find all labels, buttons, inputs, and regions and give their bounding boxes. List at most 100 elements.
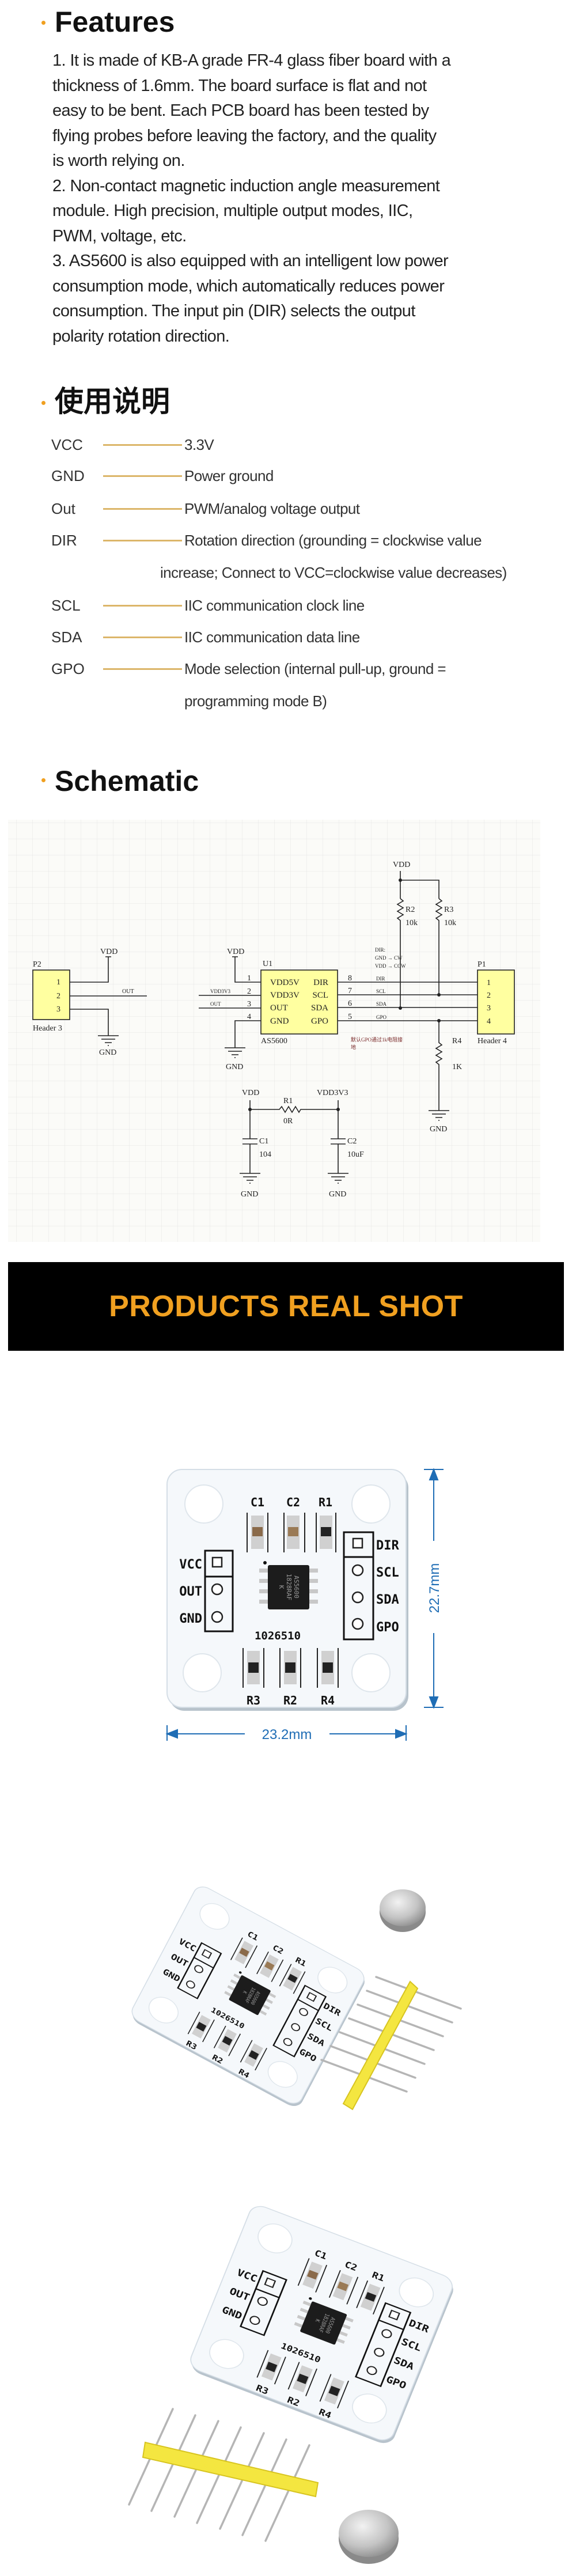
u1-pin-number: 8 [348, 974, 352, 983]
p2-name: Header 3 [33, 1024, 62, 1033]
gnd-label: GND [241, 1190, 258, 1199]
p2-ref: P2 [33, 960, 41, 969]
usage-title: 使用说明 [55, 385, 170, 418]
net-label: SCL [376, 988, 386, 994]
pin-description: increase; Connect to VCC=clockwise value… [160, 564, 507, 581]
r3-ref: R3 [444, 906, 453, 914]
magnet-icon [380, 1889, 426, 1926]
u1-chip-box [260, 969, 338, 1035]
chip-marking: AS5600 [293, 1575, 300, 1598]
u1-pin-name: SDA [311, 1003, 328, 1013]
u1-pin-name: SCL [312, 991, 328, 1000]
gnd-label: GND [430, 1125, 447, 1134]
c2-value: 10uF [347, 1150, 364, 1159]
connector-line [103, 540, 182, 541]
p1-pin: 4 [487, 1017, 491, 1026]
p2-pin: 1 [56, 978, 60, 987]
r4-ref: R4 [452, 1037, 461, 1045]
smd-component [242, 1513, 339, 1688]
p1-header-box [477, 969, 515, 1035]
features-title: Features [55, 6, 175, 38]
as5600-board: C1 C2 R1 R3 R2 R4 1026510 VCC OUT GND DI… [166, 1469, 408, 1711]
silk-r1: R1 [319, 1495, 332, 1509]
feature-line: is worth relying on. [52, 151, 185, 170]
r1-ref: R1 [283, 1097, 293, 1105]
silk-c2: C2 [286, 1495, 300, 1509]
chip-marking: K [241, 1990, 248, 1995]
p2-gnd: GND [99, 1048, 116, 1057]
feature-line: 3. AS5600 is also equipped with an intel… [52, 252, 449, 270]
pin-description: Mode selection (internal pull-up, ground… [184, 660, 446, 677]
magnet-icon [339, 2510, 399, 2557]
feature-line: PWM, voltage, etc. [52, 226, 187, 245]
connector-line [103, 444, 182, 446]
gnd-label: GND [329, 1190, 346, 1199]
pin-header-icon [128, 2408, 319, 2542]
feature-line: module. High precision, multiple output … [52, 202, 413, 220]
u1-pin-number: 5 [348, 1013, 352, 1021]
p1-ref: P1 [478, 960, 486, 969]
feature-line: thickness of 1.6mm. The board surface is… [52, 76, 427, 95]
silk-r2: R2 [286, 2395, 301, 2408]
u1-pin-number: 3 [247, 1000, 251, 1009]
u1-pin-number: 6 [348, 999, 352, 1008]
dir-note: VDD → CCW [375, 963, 406, 969]
u1-pin-number: 7 [348, 987, 352, 995]
dir-note: DIR: [375, 947, 385, 953]
schematic-diagram: P2 1 2 3 Header 3 VDD OUT GND U1 AS5600 … [8, 820, 540, 1242]
silk-r4: R4 [321, 1694, 335, 1707]
smd-component [256, 2258, 385, 2409]
u1-pin-name: VDD5V [270, 978, 300, 987]
as5600-chip: AS5600 1828RAF K [259, 1561, 318, 1609]
feature-line: polarity rotation direction. [52, 327, 230, 346]
c1-ref: C1 [259, 1137, 268, 1146]
u1-pin-name: VDD3V [270, 991, 300, 1000]
p1-name: Header 4 [478, 1037, 507, 1045]
connector-line [103, 605, 182, 607]
feature-line: easy to be bent. Each PCB board has been… [52, 101, 429, 120]
connector-line [103, 508, 182, 510]
net-label: SDA [376, 1001, 387, 1007]
pin-name: GPO [51, 660, 85, 677]
width-dimension: 23.2mm [262, 1727, 312, 1742]
u1-pin-number: 2 [247, 987, 251, 996]
u1-net-vdd3v3: VDD3V3 [210, 988, 230, 994]
pin-description: Rotation direction (grounding = clockwis… [184, 532, 482, 549]
pin-name: SCL [51, 597, 81, 614]
p1-pin: 1 [487, 979, 491, 987]
schematic-bullet-icon [41, 778, 46, 782]
r4-value: 1K [452, 1063, 462, 1071]
c1-value: 104 [259, 1150, 271, 1159]
silk-r2: R2 [283, 1694, 297, 1707]
feature-line: flying probes before leaving the factory… [52, 126, 437, 145]
p2-pin: 2 [56, 992, 60, 1001]
product-photos: C1 C2 R1 R3 R2 R4 1026510 VCC OUT GND DI… [128, 1468, 462, 2564]
silk-c2: C2 [343, 2259, 359, 2273]
pin-hole-icon [249, 2277, 400, 2376]
smd-component [187, 1937, 306, 2071]
p1-pin: 2 [487, 991, 491, 1000]
r2-ref: R2 [406, 906, 415, 914]
pin-description: IIC communication clock line [184, 597, 365, 614]
products-banner: PRODUCTS REAL SHOT [8, 1262, 564, 1351]
pin-description: PWM/analog voltage output [184, 500, 360, 517]
u1-pin-name: GND [270, 1017, 289, 1026]
r3-value: 10k [444, 919, 456, 927]
gpo-note: 地 [351, 1044, 356, 1050]
pin-name: GND [51, 467, 85, 484]
pin-name: SDA [51, 628, 82, 646]
p2-header-box [32, 969, 70, 1020]
pin-hole-icon [211, 1537, 364, 1630]
u1-pin-name: OUT [270, 1003, 288, 1013]
height-dimension: 22.7mm [427, 1563, 442, 1613]
silk-r3: R3 [247, 1694, 260, 1707]
connector-line [103, 475, 182, 477]
schematic-title: Schematic [55, 765, 199, 797]
as5600-chip: AS5600 1828RAF K [294, 2297, 354, 2345]
u1-net-out: OUT [210, 1001, 221, 1007]
feature-line: 2. Non-contact magnetic induction angle … [52, 176, 440, 195]
pin-description: IIC communication data line [184, 628, 360, 646]
p2-vdd: VDD [100, 948, 118, 956]
silk-gnd: GND [179, 1612, 202, 1626]
connector-line [103, 637, 182, 638]
